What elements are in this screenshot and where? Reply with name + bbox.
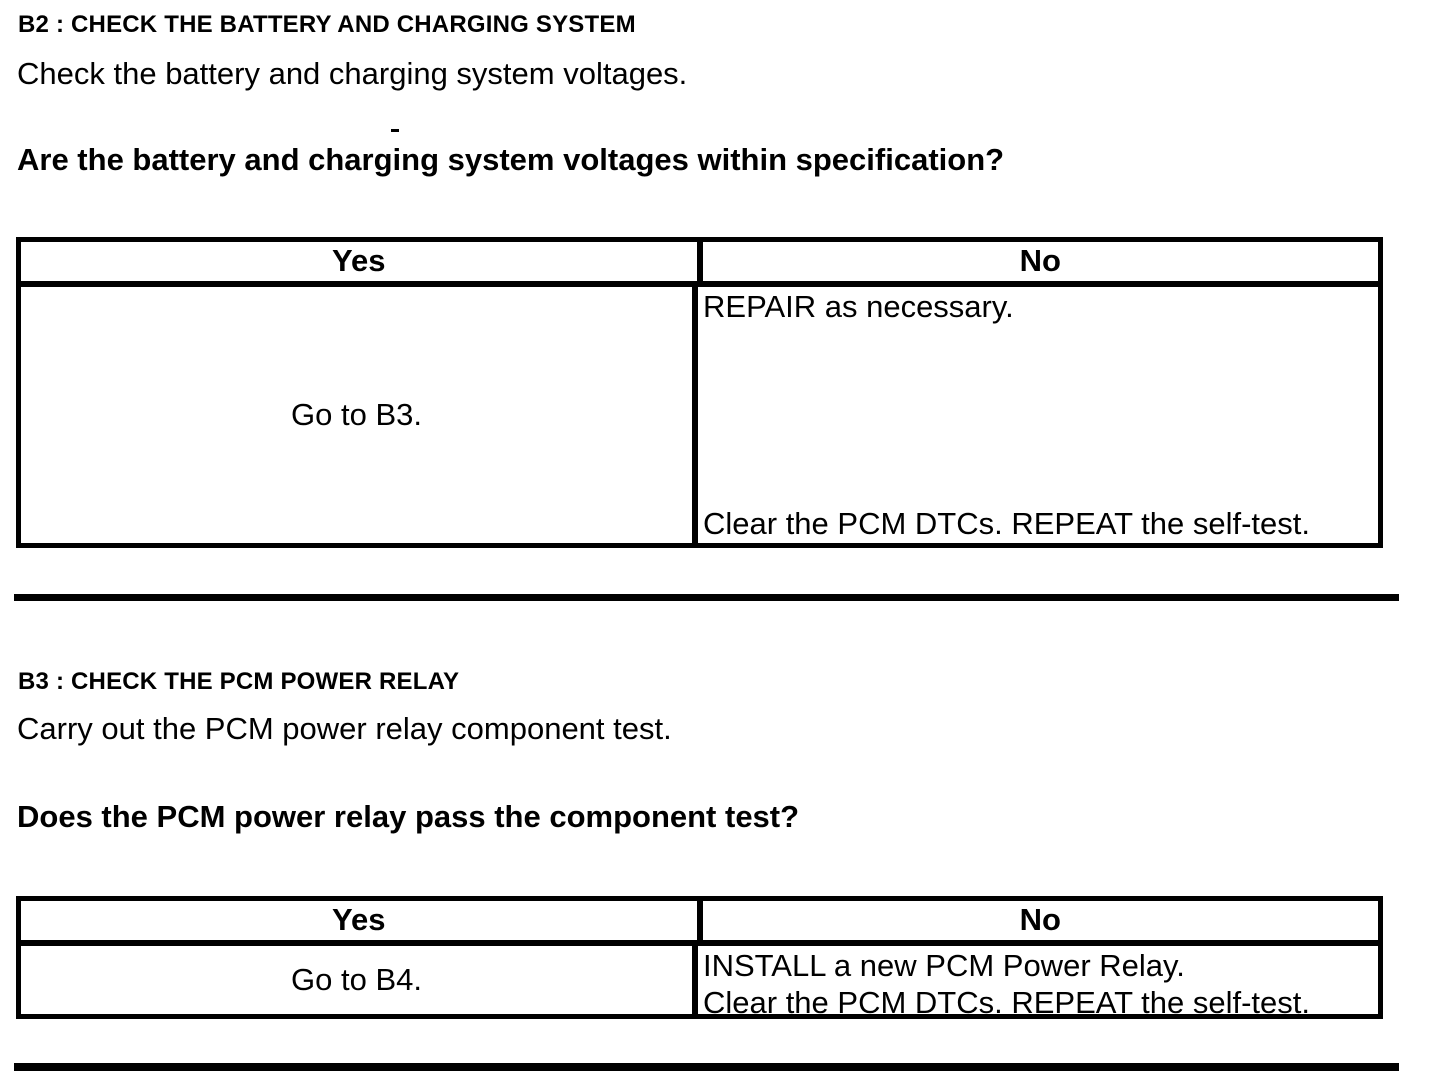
section-divider-rule	[14, 594, 1399, 601]
decision-table-b3: Yes No Go to B4. INSTALL a new PCM Power…	[16, 896, 1383, 1020]
step-b2-instruction: Check the battery and charging system vo…	[17, 56, 688, 91]
yes-action-cell: Go to B3.	[21, 287, 692, 543]
no-action-line: INSTALL a new PCM Power Relay.	[703, 948, 1185, 983]
yes-action-cell: Go to B4.	[21, 946, 692, 1014]
section-divider-rule	[14, 1063, 1399, 1071]
step-b2-question: Are the battery and charging system volt…	[17, 142, 1005, 177]
yes-action-text: Go to B4.	[291, 962, 422, 997]
yes-column-header: Yes	[332, 902, 386, 937]
step-b3-heading: B3 : CHECK THE PCM POWER RELAY	[18, 668, 460, 695]
decision-table-body-row: Go to B4. INSTALL a new PCM Power Relay.…	[21, 946, 1378, 1020]
decision-table-body-row: Go to B3. REPAIR as necessary. Clear the…	[21, 287, 1378, 543]
no-action-line: REPAIR as necessary.	[703, 289, 1014, 324]
stray-mark	[391, 129, 399, 132]
step-b3-question: Does the PCM power relay pass the compon…	[17, 799, 800, 834]
no-action-line: Clear the PCM DTCs. REPEAT the self-test…	[703, 506, 1310, 541]
yes-column-header: Yes	[332, 243, 386, 278]
no-column-header: No	[696, 901, 1379, 940]
step-b2-heading: B2 : CHECK THE BATTERY AND CHARGING SYST…	[18, 11, 636, 38]
no-column-header: No	[696, 242, 1379, 281]
yes-action-text: Go to B3.	[291, 397, 422, 432]
step-b3-instruction: Carry out the PCM power relay component …	[17, 711, 672, 746]
decision-table-b2: Yes No Go to B3. REPAIR as necessary. Cl…	[16, 237, 1383, 548]
decision-table-header-row: Yes No	[21, 901, 1378, 946]
no-action-cell: REPAIR as necessary. Clear the PCM DTCs.…	[692, 287, 1378, 543]
decision-table-header-row: Yes No	[21, 242, 1378, 287]
no-action-line: Clear the PCM DTCs. REPEAT the self-test…	[703, 985, 1310, 1020]
no-action-cell: INSTALL a new PCM Power Relay. Clear the…	[692, 946, 1378, 1020]
